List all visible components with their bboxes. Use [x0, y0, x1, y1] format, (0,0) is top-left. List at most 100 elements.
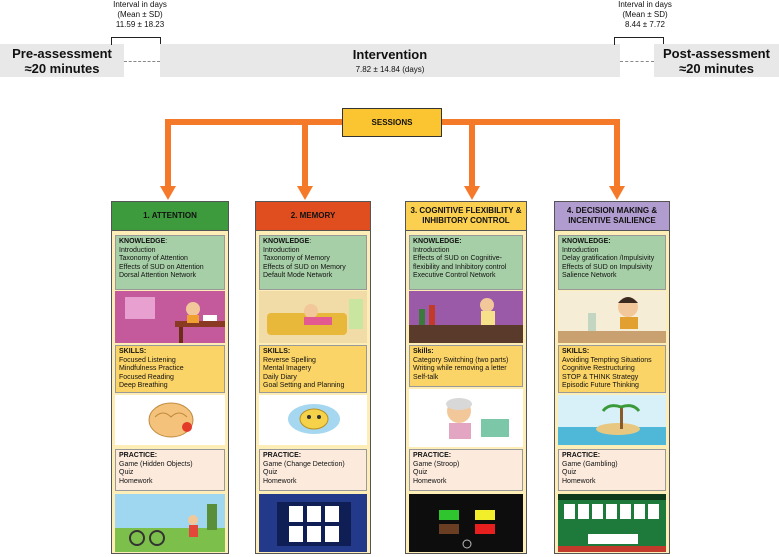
pre-assessment-title: Pre-assessment — [12, 45, 112, 61]
flexibility-skill-item: Writing while removing a letter — [413, 365, 507, 372]
memory-practice-item: Game (Change Detection) — [263, 460, 345, 468]
flexibility-practice-box: PRACTICE: Game (Stroop) Quiz Homework — [409, 449, 523, 491]
memory-change-detection-game — [259, 494, 367, 552]
flexibility-skills-box: Skills: Category Switching (two parts) W… — [409, 345, 523, 387]
memory-practice-item: Homework — [263, 477, 297, 485]
flexibility-knowledge-title: KNOWLEDGE: — [413, 238, 462, 245]
column-memory-header: 2. MEMORY — [256, 202, 370, 231]
arrow-to-attention — [165, 119, 342, 188]
interval-right-line1: Interval in days — [618, 0, 672, 9]
flexibility-writing-illustration — [409, 389, 523, 447]
flexibility-bottle-illustration — [409, 291, 523, 343]
memory-skill-item: Goal Setting and Planning — [263, 382, 345, 389]
decision-practice-item: Homework — [562, 477, 596, 485]
memory-knowledge-item: Effects of SUD on Memory — [263, 263, 346, 271]
attention-knowledge-item: Dorsal Attention Network — [119, 272, 197, 279]
sessions-label: SESSIONS — [371, 118, 413, 127]
column-attention: 1. ATTENTION KNOWLEDGE: Introduction Tax… — [111, 201, 229, 554]
decision-knowledge-item: Effects of SUD on Impulsivity — [562, 263, 653, 271]
flexibility-skill-item: Category Switching (two parts) — [413, 356, 509, 364]
column-decision: 4. DECISION MAKING & INCENTIVE SAILIENCE… — [554, 201, 670, 554]
attention-knowledge-item: Taxonomy of Attention — [119, 255, 188, 262]
attention-practice-item: Quiz — [119, 469, 134, 476]
flexibility-skill-item: Self-talk — [413, 373, 439, 381]
attention-knowledge-item: Effects of SUD on Attention — [119, 263, 204, 271]
interval-left-line1: Interval in days — [113, 0, 167, 9]
man-with-bottle-icon — [558, 291, 666, 343]
memory-knowledge-box: KNOWLEDGE: Introduction Taxonomy of Memo… — [259, 235, 367, 290]
interval-left: Interval in days (Mean ± SD) 11.59 ± 18.… — [100, 0, 180, 30]
decision-temptation-illustration — [558, 291, 666, 343]
pre-assessment-duration: ≈20 minutes — [24, 60, 100, 76]
flexibility-practice-item: Homework — [413, 477, 447, 485]
column-attention-header: 1. ATTENTION — [112, 202, 228, 231]
memory-brain-illustration — [259, 395, 367, 445]
column-memory-title: 2. MEMORY — [290, 211, 336, 220]
decision-knowledge-box: KNOWLEDGE: Introduction Delay gratificat… — [558, 235, 666, 290]
decision-skills-box: SKILLS: Avoiding Tempting Situations Cog… — [558, 345, 666, 393]
park-scene-icon — [115, 494, 225, 552]
decision-practice-title: PRACTICE: — [562, 452, 601, 459]
interval-right-dots — [620, 61, 654, 62]
attention-skills-title: SKILLS: — [119, 348, 147, 355]
attention-practice-item: Homework — [119, 477, 153, 485]
attention-knowledge-title: KNOWLEDGE — [119, 238, 166, 245]
interval-left-dots — [124, 61, 160, 62]
memory-skills-title: SKILLS: — [263, 348, 291, 355]
decision-skill-item: Episodic Future Thinking — [562, 382, 639, 389]
attention-knowledge-box: KNOWLEDGE: Introduction Taxonomy of Atte… — [115, 235, 225, 290]
attention-hidden-objects-game — [115, 494, 225, 552]
flexibility-knowledge-item: Effects of SUD on Cognitive-flexibility … — [413, 255, 507, 271]
attention-skill-item: Mindfulness Practice — [119, 365, 184, 372]
attention-skill-item: Focused Reading — [119, 373, 174, 381]
interval-right: Interval in days (Mean ± SD) 8.44 ± 7.72 — [605, 0, 685, 30]
brain-icon — [148, 402, 194, 438]
decision-practice-box: PRACTICE: Game (Gambling) Quiz Homework — [558, 449, 666, 491]
decision-skill-item: Cognitive Restructuring — [562, 365, 635, 372]
attention-knowledge-item: Introduction — [119, 246, 156, 254]
column-flexibility-header: 3. COGNITIVE FLEXIBILITY & INHIBITORY CO… — [406, 202, 526, 231]
thinking-brain-icon — [288, 404, 340, 434]
memory-skill-item: Mental Imagery — [263, 365, 312, 372]
old-man-writing-icon — [446, 398, 509, 439]
arrowhead-memory — [297, 186, 313, 200]
attention-skill-item: Focused Listening — [119, 356, 176, 364]
column-flexibility: 3. COGNITIVE FLEXIBILITY & INHIBITORY CO… — [405, 201, 527, 554]
column-flexibility-title: 3. COGNITIVE FLEXIBILITY & INHIBITORY CO… — [410, 206, 522, 225]
decision-skills-title: SKILLS: — [562, 348, 590, 355]
flexibility-knowledge-item: Introduction — [413, 246, 450, 254]
memory-skill-item: Daily Diary — [263, 373, 297, 381]
column-attention-title: 1. ATTENTION — [143, 211, 197, 220]
interval-right-line2: (Mean ± SD) — [622, 10, 668, 19]
attention-brain-illustration — [115, 395, 225, 445]
memory-practice-title: PRACTICE: — [263, 452, 302, 459]
memory-knowledge-title: KNOWLEDGE — [263, 238, 310, 245]
attention-skill-item: Deep Breathing — [119, 382, 168, 389]
arrow-to-decision — [442, 119, 620, 188]
stroop-color-grid-icon — [409, 494, 523, 552]
arrowhead-attention — [160, 186, 176, 200]
interval-left-line3: 11.59 ± 18.23 — [115, 20, 165, 29]
flexibility-practice-item: Game (Stroop) — [413, 460, 460, 468]
island-icon — [558, 395, 666, 445]
flexibility-practice-title: PRACTICE: — [413, 452, 452, 459]
flexibility-stroop-game — [409, 494, 523, 552]
decision-practice-item: Quiz — [562, 469, 577, 476]
arrowhead-decision — [609, 186, 625, 200]
arrowhead-flex — [464, 186, 480, 200]
playing-cards-icon — [558, 494, 666, 552]
interval-right-line3: 8.44 ± 7.72 — [625, 20, 665, 29]
memory-sofa-illustration — [259, 291, 367, 343]
sessions-box: SESSIONS — [342, 108, 442, 137]
attention-study-illustration — [115, 291, 225, 343]
decision-island-illustration — [558, 395, 666, 445]
interval-left-bracket — [111, 37, 161, 45]
memory-skill-item: Reverse Spelling — [263, 356, 316, 364]
pre-assessment-box: Pre-assessment ≈20 minutes — [0, 44, 124, 77]
decision-gambling-game — [558, 494, 666, 552]
flexibility-skills-title: Skills: — [413, 348, 434, 355]
flexibility-knowledge-box: KNOWLEDGE: Introduction Effects of SUD o… — [409, 235, 523, 290]
decision-skill-item: Avoiding Tempting Situations — [562, 356, 652, 364]
memory-skills-box: SKILLS: Reverse Spelling Mental Imagery … — [259, 345, 367, 393]
